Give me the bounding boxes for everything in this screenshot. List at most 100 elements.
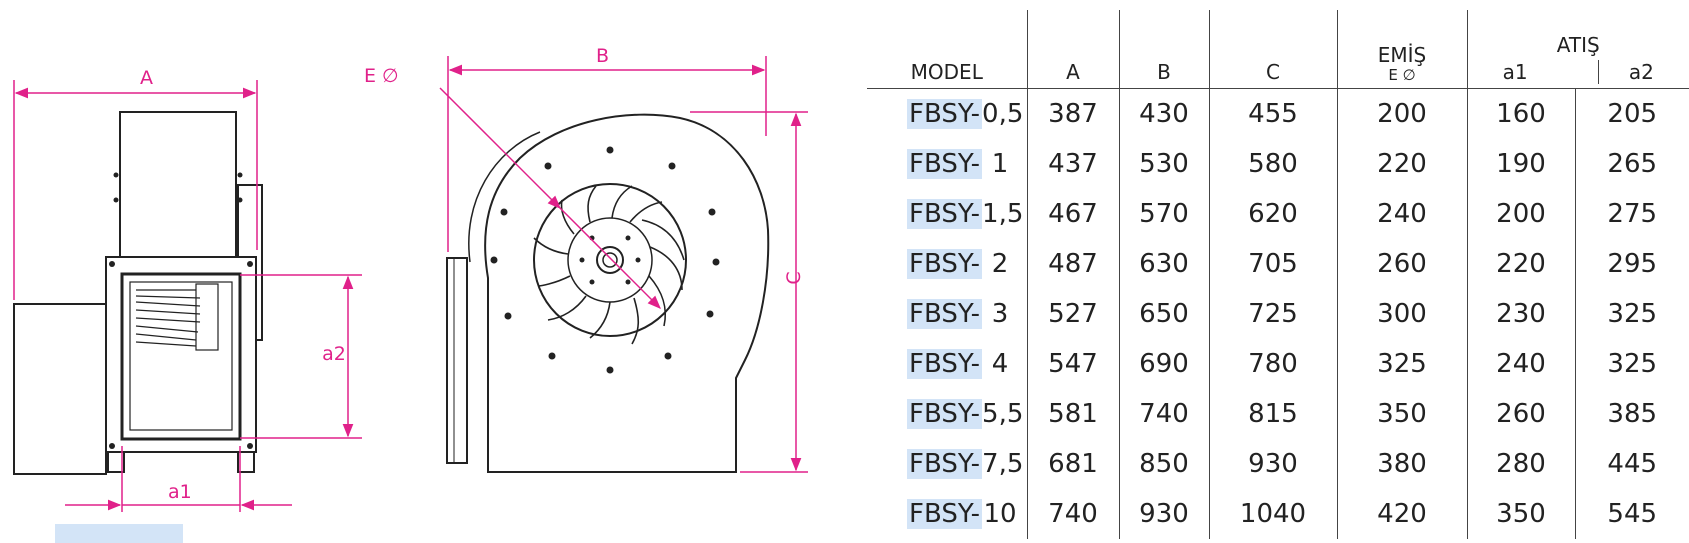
impeller-outer bbox=[533, 183, 687, 337]
cell-a2: 325 bbox=[1574, 289, 1689, 339]
model-cell: FBSY-1 bbox=[867, 139, 1027, 189]
header-emis-title: EMİŞ bbox=[1377, 43, 1427, 67]
header-a2: a2 bbox=[1597, 60, 1654, 84]
cell-a1: 160 bbox=[1466, 88, 1575, 139]
cell-a: 527 bbox=[1026, 289, 1119, 339]
model-size: 5,5 bbox=[982, 399, 1024, 429]
model-prefix: FBSY- bbox=[907, 399, 983, 429]
cell-e: 260 bbox=[1336, 239, 1467, 289]
model-cell: FBSY-4 bbox=[867, 339, 1027, 389]
impeller-hub bbox=[596, 246, 624, 274]
cell-c: 455 bbox=[1208, 88, 1337, 139]
main-frame bbox=[105, 256, 257, 453]
model-size: 0,5 bbox=[982, 99, 1024, 129]
cell-a1: 240 bbox=[1466, 339, 1575, 389]
header-c: C bbox=[1208, 10, 1337, 89]
outlet-flange bbox=[446, 257, 468, 464]
cell-b: 650 bbox=[1118, 289, 1209, 339]
cell-c: 780 bbox=[1208, 339, 1337, 389]
model-cell: FBSY-0,5 bbox=[867, 89, 1027, 140]
cell-a2: 265 bbox=[1574, 139, 1689, 189]
cell-b: 630 bbox=[1118, 239, 1209, 289]
model-prefix: FBSY- bbox=[907, 299, 983, 329]
model-prefix: FBSY- bbox=[907, 499, 983, 529]
cell-e: 200 bbox=[1336, 88, 1467, 139]
model-size: 4 bbox=[991, 349, 1009, 379]
cell-a2: 445 bbox=[1574, 439, 1689, 489]
cell-a1: 260 bbox=[1466, 389, 1575, 439]
cell-e: 325 bbox=[1336, 339, 1467, 389]
header-emis: EMİŞ E ∅ bbox=[1336, 10, 1467, 89]
cell-e: 350 bbox=[1336, 389, 1467, 439]
cell-a: 437 bbox=[1026, 139, 1119, 189]
header-a1: a1 bbox=[1502, 60, 1528, 84]
cell-b: 570 bbox=[1118, 189, 1209, 239]
model-size: 2 bbox=[991, 249, 1009, 279]
model-prefix: FBSY- bbox=[907, 199, 983, 229]
header-atis-title: ATIŞ bbox=[1556, 33, 1600, 57]
cell-a1: 220 bbox=[1466, 239, 1575, 289]
model-cell: FBSY-10 bbox=[867, 489, 1027, 539]
cell-c: 580 bbox=[1208, 139, 1337, 189]
header-b: B bbox=[1118, 10, 1209, 89]
dim-label-a2: a2 bbox=[322, 343, 346, 365]
model-cell: FBSY-5,5 bbox=[867, 389, 1027, 439]
cell-c: 930 bbox=[1208, 439, 1337, 489]
cell-e: 380 bbox=[1336, 439, 1467, 489]
cell-c: 1040 bbox=[1208, 489, 1337, 539]
cell-c: 705 bbox=[1208, 239, 1337, 289]
model-size: 3 bbox=[991, 299, 1009, 329]
cell-a2: 385 bbox=[1574, 389, 1689, 439]
dim-label-a1: a1 bbox=[168, 481, 192, 503]
fan-technical-drawing: A a2 a1 bbox=[13, 45, 808, 512]
cell-e: 300 bbox=[1336, 289, 1467, 339]
cell-a2: 545 bbox=[1574, 489, 1689, 539]
side-dimensions bbox=[13, 80, 362, 512]
cell-b: 530 bbox=[1118, 139, 1209, 189]
header-a: A bbox=[1026, 10, 1119, 89]
cell-b: 740 bbox=[1118, 389, 1209, 439]
scroll-housing bbox=[484, 113, 770, 473]
cell-a2: 325 bbox=[1574, 339, 1689, 389]
cell-b: 850 bbox=[1118, 439, 1209, 489]
cell-a1: 230 bbox=[1466, 289, 1575, 339]
header-atis: ATIŞ a1 a2 bbox=[1466, 10, 1689, 89]
cell-a2: 275 bbox=[1574, 189, 1689, 239]
front-view bbox=[446, 113, 770, 473]
model-size: 1,5 bbox=[982, 199, 1024, 229]
model-size: 1 bbox=[991, 149, 1009, 179]
model-cell: FBSY-7,5 bbox=[867, 439, 1027, 489]
cell-e: 220 bbox=[1336, 139, 1467, 189]
cell-a1: 190 bbox=[1466, 139, 1575, 189]
cell-a1: 350 bbox=[1466, 489, 1575, 539]
cell-c: 620 bbox=[1208, 189, 1337, 239]
cell-a2: 205 bbox=[1574, 88, 1689, 139]
model-prefix: FBSY- bbox=[907, 249, 983, 279]
header-emis-sub: E ∅ bbox=[1388, 66, 1416, 84]
upper-housing bbox=[119, 111, 237, 258]
dim-label-a: A bbox=[140, 67, 153, 89]
dim-label-c: C bbox=[783, 271, 805, 284]
cell-b: 930 bbox=[1118, 489, 1209, 539]
cell-a: 581 bbox=[1026, 389, 1119, 439]
dim-label-b: B bbox=[596, 45, 609, 67]
spec-table: MODEL A B C EMİŞ E ∅ ATIŞ a1 a2 FBSY-0,5… bbox=[867, 10, 1689, 539]
model-cell: FBSY- 2 bbox=[867, 239, 1027, 289]
model-prefix: FBSY- bbox=[907, 99, 983, 129]
cell-b: 430 bbox=[1118, 88, 1209, 139]
side-view bbox=[13, 111, 263, 475]
model-cell: FBSY-1,5 bbox=[867, 189, 1027, 239]
cell-a: 467 bbox=[1026, 189, 1119, 239]
cell-a: 681 bbox=[1026, 439, 1119, 489]
cell-a: 740 bbox=[1026, 489, 1119, 539]
model-prefix: FBSY- bbox=[907, 449, 983, 479]
cell-e: 420 bbox=[1336, 489, 1467, 539]
header-model: MODEL bbox=[867, 10, 1027, 89]
